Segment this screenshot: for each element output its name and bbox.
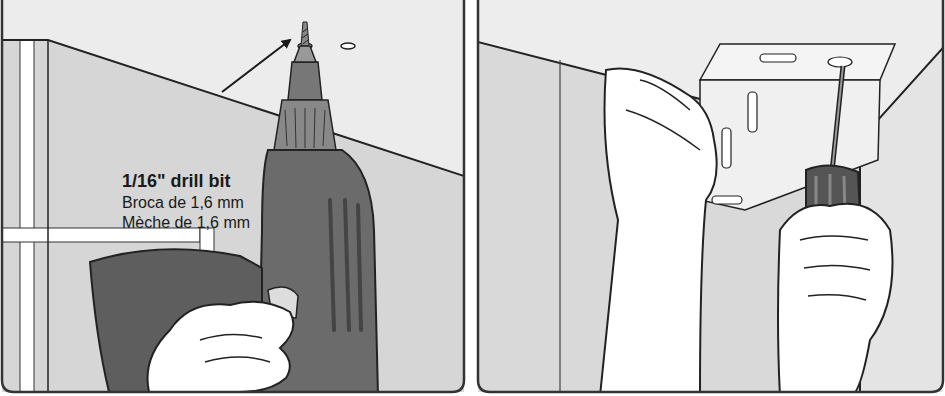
window-pane: [478, 0, 943, 392]
screwdriver-shaft: [832, 66, 843, 172]
part-name-translation: Mèche de 1,6 mm: [122, 214, 250, 232]
window-line: [559, 60, 560, 392]
panel-frame: [478, 0, 943, 392]
hand: [148, 302, 294, 392]
panel-frame: [2, 0, 464, 392]
drill-bit-flute: [302, 28, 308, 44]
drill-chuck: [294, 46, 316, 62]
finger-lines: [626, 80, 700, 150]
drill-clutch: [274, 100, 336, 150]
window-muntin: [20, 40, 34, 392]
hand: [778, 204, 893, 392]
bracket-slot: [828, 57, 852, 67]
drilling-scene: [2, 0, 464, 392]
finger-lines: [800, 236, 870, 300]
screwdriver-shaft: [832, 66, 843, 172]
part-name: 1/16" drill bit: [122, 172, 231, 192]
finger-lines: [200, 334, 270, 362]
bracket-top: [700, 44, 895, 80]
head-jamb: [2, 0, 464, 178]
bracket-scene: [478, 0, 943, 392]
bracket-slot: [748, 92, 757, 132]
drill-vents: [330, 200, 361, 330]
leader-arrow: [222, 40, 290, 92]
pilot-hole: [341, 43, 355, 49]
bracket-slot: [712, 196, 742, 204]
bracket-slot: [722, 128, 731, 168]
clutch-ridges: [285, 108, 325, 148]
jamb-edge: [2, 40, 464, 178]
drill-bit: [301, 22, 309, 46]
bracket-slot: [760, 54, 796, 62]
window-pane: [2, 0, 464, 392]
jamb-edge: [47, 40, 49, 392]
hand: [600, 68, 717, 392]
part-name-translation: Broca de 1,6 mm: [122, 194, 244, 212]
drill-chuck: [288, 62, 322, 100]
